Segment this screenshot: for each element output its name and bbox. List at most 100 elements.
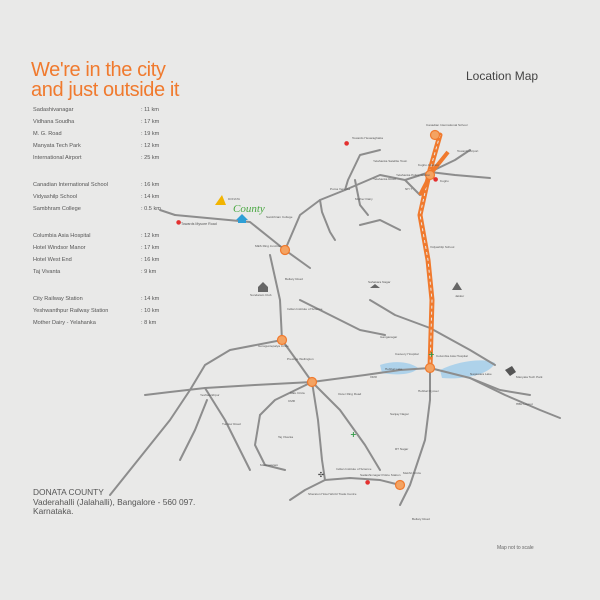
distance-row: International Airport: 25 km bbox=[33, 152, 173, 164]
label-kogilu: Kogilu bbox=[440, 179, 449, 183]
distance-row: Mother Dairy - Yelahanka: 8 km bbox=[33, 317, 173, 329]
hospital-icon: + bbox=[428, 350, 435, 359]
label-to-airport: Towards Airport bbox=[457, 149, 478, 153]
distance-row: Sambhram College : 0.5 km bbox=[33, 203, 173, 215]
place-distance: : 17 km bbox=[141, 245, 160, 251]
label-manyata: Manyata Tech Park bbox=[516, 375, 543, 379]
place-name: Taj Vivanta bbox=[33, 269, 61, 275]
label-jakkur: Jakkur bbox=[455, 294, 464, 298]
pin-icon: ● bbox=[176, 219, 181, 226]
label-ring-road: Outer Ring Road bbox=[338, 392, 361, 396]
mekhri-hospital-icon: + bbox=[350, 430, 357, 439]
distance-row: Yeshwanthpur Railway Station: 10 km bbox=[33, 305, 173, 317]
distance-row: Hotel West End: 16 km bbox=[33, 254, 173, 266]
road bbox=[429, 171, 491, 179]
road bbox=[284, 174, 421, 251]
road bbox=[359, 219, 401, 231]
label-hebbal-flyover: Hebbal Flyover bbox=[418, 389, 439, 393]
road bbox=[299, 299, 386, 336]
label-goraguntepalya: Goraguntepalya Circle bbox=[258, 344, 289, 348]
road bbox=[319, 199, 336, 241]
distance-table: Sadashivanagar: 11 km Vidhana Soudha: 17… bbox=[33, 104, 173, 344]
distance-group-schools: Canadian International School: 16 km Vid… bbox=[33, 179, 173, 215]
place-name: Vidyashilp School bbox=[33, 194, 78, 200]
place-name: Hotel West End bbox=[33, 257, 72, 263]
place-distance: : 9 km bbox=[141, 269, 157, 275]
road bbox=[144, 381, 313, 396]
place-distance: : 16 km bbox=[141, 182, 160, 188]
mekhri-circle-marker bbox=[394, 479, 406, 491]
place-distance: : 10 km bbox=[141, 308, 160, 314]
label-taj: Taj Vivanta bbox=[278, 435, 293, 439]
road bbox=[109, 339, 283, 496]
label-bellary-road: Bellary Road bbox=[412, 517, 430, 521]
airport-marker bbox=[429, 129, 441, 141]
place-name: Columbia Asia Hospital bbox=[33, 233, 91, 239]
label-sahakara: Sahakara Nagar bbox=[368, 280, 391, 284]
road bbox=[254, 414, 286, 471]
label-to-mysore: Towards Mysore Road bbox=[181, 222, 217, 226]
label-ganganagar: Ganganagar bbox=[380, 335, 397, 339]
label-columbia: Columbia Asia Hospital bbox=[436, 354, 468, 358]
road bbox=[311, 381, 381, 471]
label-yelahanka-satellite: Yelahanka Satellite Town bbox=[373, 159, 408, 163]
distance-group-transport: City Railway Station: 14 km Yeshwanthpur… bbox=[33, 293, 173, 329]
distance-row: M. G. Road: 19 km bbox=[33, 128, 173, 140]
distance-row: Columbia Asia Hospital: 12 km bbox=[33, 230, 173, 242]
road-network bbox=[109, 149, 561, 506]
label-rt-nagar: RT Nagar bbox=[395, 447, 408, 451]
road bbox=[324, 477, 401, 486]
place-name: M. G. Road bbox=[33, 131, 62, 137]
distance-group-hospitals-hotels: Columbia Asia Hospital: 12 km Hotel Wind… bbox=[33, 230, 173, 278]
label-yelahanka-road: Yelahanka Road bbox=[373, 177, 396, 181]
distance-row: Taj Vivanta : 9 km bbox=[33, 266, 173, 278]
place-distance: : 8 km bbox=[141, 320, 157, 326]
place-name: Vidhana Soudha bbox=[33, 119, 75, 125]
road bbox=[281, 339, 313, 383]
road bbox=[174, 214, 311, 269]
road bbox=[159, 209, 176, 216]
label-canadian: Canadian International School bbox=[426, 123, 468, 127]
distance-row: Sadashivanagar: 11 km bbox=[33, 104, 173, 116]
sheraton-icon: ✣ bbox=[318, 471, 324, 479]
headline: We're in the city and just outside it bbox=[31, 60, 231, 100]
road bbox=[311, 367, 561, 419]
map-title: Location Map bbox=[466, 69, 539, 83]
label-prestige: Prestige Wellington bbox=[287, 357, 314, 361]
mes-junction-marker bbox=[279, 244, 291, 256]
school-pin-icon: ● bbox=[344, 140, 349, 147]
road bbox=[269, 254, 283, 341]
label-yeshwanthpur: Yeshwanthpur bbox=[200, 393, 220, 397]
label-cmr: CMR bbox=[288, 399, 296, 403]
address-line1: Vaderahalli (Jalahalli), Bangalore - 560… bbox=[33, 496, 196, 507]
logo-flag-icon bbox=[215, 195, 226, 205]
scale-note: Map not to scale bbox=[497, 545, 534, 551]
headline-line2: and just outside it bbox=[31, 79, 180, 101]
label-cauvery: Cauvery Hospital bbox=[395, 352, 419, 356]
junctions bbox=[276, 129, 441, 491]
mel-circle-marker bbox=[306, 376, 318, 388]
brand-small: DONATA bbox=[228, 197, 240, 201]
road bbox=[289, 479, 326, 501]
road bbox=[344, 149, 381, 191]
label-indian-inst: Indian Institute of Science bbox=[287, 307, 323, 311]
place-name: Hotel Windsor Manor bbox=[33, 245, 86, 251]
jakkur-icon bbox=[452, 282, 462, 290]
project-pin-base bbox=[238, 220, 246, 223]
distance-row: Vidhana Soudha: 17 km bbox=[33, 116, 173, 128]
distance-row: Manyata Tech Park: 12 km bbox=[33, 140, 173, 152]
distance-row: Canadian International School: 16 km bbox=[33, 179, 173, 191]
label-yelahanka-police: Yelahanka Police Station bbox=[396, 173, 430, 177]
place-name: Sambhram College bbox=[33, 206, 81, 212]
hebbal-flyover-marker bbox=[424, 362, 436, 374]
road bbox=[311, 381, 326, 481]
headline-line1: We're in the city bbox=[31, 59, 166, 81]
distance-group-landmarks: Sadashivanagar: 11 km Vidhana Soudha: 17… bbox=[33, 104, 173, 164]
highway-center-line bbox=[419, 134, 441, 369]
project-name: DONATA COUNTY bbox=[33, 487, 104, 497]
place-distance: : 25 km bbox=[141, 155, 160, 161]
place-distance: : 0.5 km bbox=[141, 206, 161, 212]
label-hbr: HBR Layout bbox=[516, 402, 533, 406]
road bbox=[179, 399, 208, 461]
